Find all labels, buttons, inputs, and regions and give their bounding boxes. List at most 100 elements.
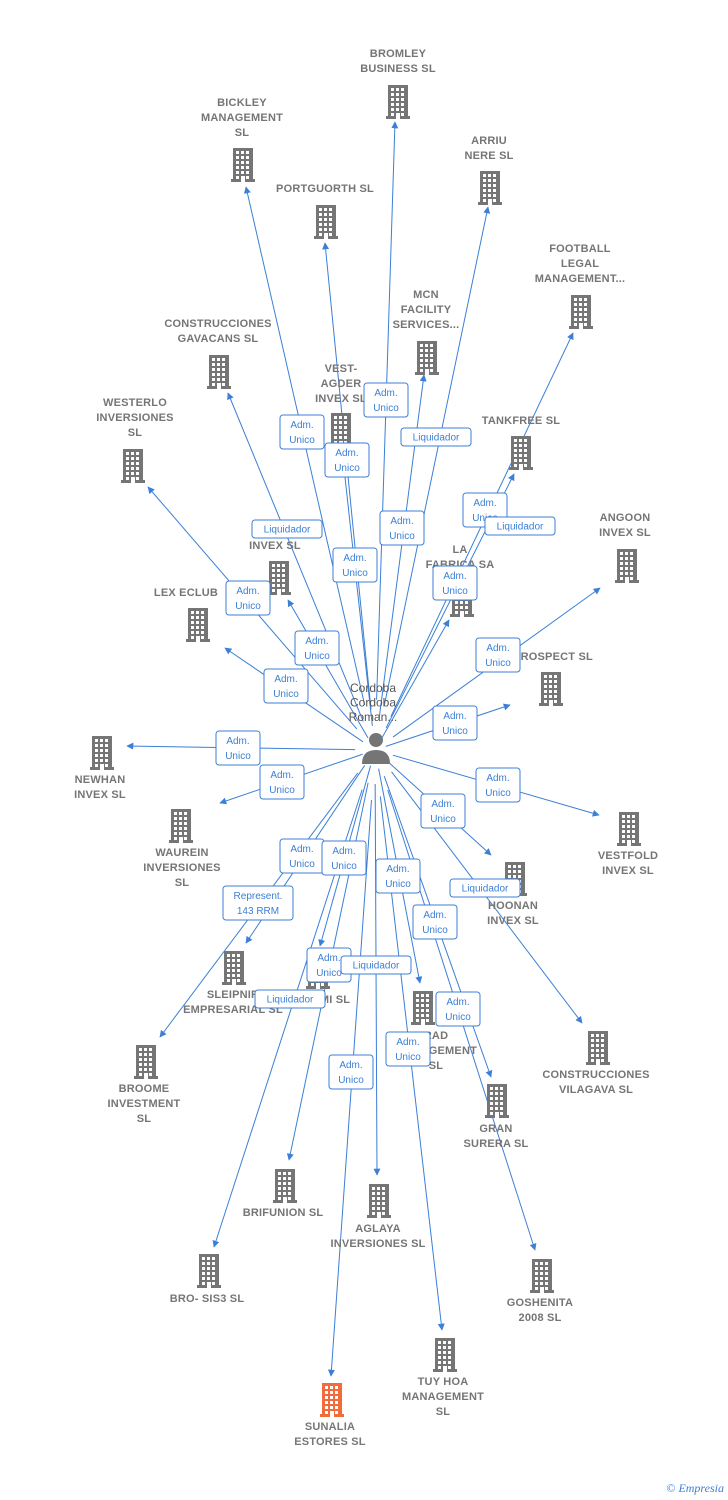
building-icon-westerlo[interactable]: [121, 449, 145, 483]
relation-hoonan[interactable]: Adm.Unico: [420, 793, 466, 829]
relation-goshenita[interactable]: Adm.Unico: [435, 991, 481, 1027]
relation-angoon[interactable]: Adm.Unico: [475, 637, 521, 673]
relation-lafabrica[interactable]: Adm.Unico: [432, 565, 478, 601]
relation-bromley[interactable]: Adm.Unico: [363, 382, 409, 418]
building-icon-bromley[interactable]: [386, 85, 410, 119]
building-icon-brifunion[interactable]: [273, 1169, 297, 1203]
building-icon-broome[interactable]: [134, 1045, 158, 1079]
building-icon-vestfold[interactable]: [617, 812, 641, 846]
building-icon-angoon[interactable]: [615, 549, 639, 583]
relation-mi[interactable]: Adm.Unico: [321, 840, 367, 876]
relation-newhan[interactable]: Adm.Unico: [215, 730, 261, 766]
relation-broome[interactable]: Represent.143 RRM: [222, 885, 294, 921]
node-label-line: INVEX SL: [602, 865, 654, 877]
building-icon-vilagava[interactable]: [586, 1031, 610, 1065]
building-icon-arriu[interactable]: [478, 171, 502, 205]
node-label-mi[interactable]: MI SL: [320, 994, 350, 1006]
node-label-brifunion[interactable]: BRIFUNION SL: [243, 1207, 324, 1219]
node-label-bro[interactable]: BRO- SIS3 SL: [170, 1293, 245, 1305]
relation-tuyhoa[interactable]: Adm.Unico: [385, 1031, 431, 1067]
node-label-portguorth[interactable]: PORTGUORTH SL: [276, 183, 374, 195]
relation-label: Adm.: [290, 420, 313, 431]
node-label-line: INVERSIONES: [96, 412, 173, 424]
relation-sunalia[interactable]: Adm.Unico: [328, 1054, 374, 1090]
building-icon-newhan[interactable]: [90, 736, 114, 770]
relation-bro[interactable]: Liquidador: [254, 989, 326, 1009]
relation-box: [332, 547, 378, 583]
building-icon-tankfree[interactable]: [509, 436, 533, 470]
relation-mcn[interactable]: Adm.Unico: [379, 510, 425, 546]
building-icon-rad[interactable]: [411, 991, 435, 1025]
node-label-line: SL: [436, 1406, 451, 1418]
relation-gavacans[interactable]: Liquidador: [251, 519, 323, 539]
building-icon-lexeclub[interactable]: [186, 608, 210, 642]
relation-sleipnir[interactable]: Adm.Unico: [279, 838, 325, 874]
relation-rad[interactable]: Adm.Unico: [375, 858, 421, 894]
building-icon-sunalia[interactable]: [320, 1383, 344, 1417]
node-label-prospect[interactable]: PROSPECT SL: [513, 651, 593, 663]
building-icon-sinvex[interactable]: [267, 561, 291, 595]
person-icon[interactable]: [362, 733, 390, 764]
relation-bickley[interactable]: Adm.Unico: [279, 414, 325, 450]
relation-gransurera[interactable]: Adm.Unico: [412, 904, 458, 940]
building-icon-football[interactable]: [569, 295, 593, 329]
building-icon-bickley[interactable]: [231, 148, 255, 182]
building-icon-prospect[interactable]: [539, 672, 563, 706]
relation-tankfree[interactable]: Liquidador: [484, 516, 556, 536]
building-icon-gransurera[interactable]: [485, 1084, 509, 1118]
relation-vilagava[interactable]: Liquidador: [449, 878, 521, 898]
relation-vestagder[interactable]: Adm.Unico: [332, 547, 378, 583]
relation-aglaya[interactable]: Liquidador: [340, 955, 412, 975]
relation-prospect[interactable]: Adm.Unico: [432, 705, 478, 741]
relation-westerlo[interactable]: Adm.Unico: [225, 580, 271, 616]
building-icon-vestagder[interactable]: [329, 413, 353, 447]
building-icon-portguorth[interactable]: [314, 205, 338, 239]
node-label-tankfree[interactable]: TANKFREE SL: [482, 415, 560, 427]
relation-box: [475, 767, 521, 803]
node-label-lexeclub[interactable]: LEX ECLUB: [154, 587, 218, 599]
relation-vestfold[interactable]: Adm.Unico: [475, 767, 521, 803]
node-label-line: PROSPECT SL: [513, 651, 593, 663]
footer-brand[interactable]: ©Empresia: [666, 1481, 724, 1496]
building-icon-bro[interactable]: [197, 1254, 221, 1288]
relation-arriu[interactable]: Liquidador: [400, 427, 472, 447]
node-label-line: MANAGEMENT: [201, 112, 283, 124]
building-icon-gavacans[interactable]: [207, 355, 231, 389]
relation-sinvex[interactable]: Adm.Unico: [294, 630, 340, 666]
building-icon-goshenita[interactable]: [530, 1259, 554, 1293]
building-icon-aglaya[interactable]: [367, 1184, 391, 1218]
relation-portguorth[interactable]: Adm.Unico: [324, 442, 370, 478]
relation-label: Liquidador: [267, 995, 314, 1006]
relation-waurein[interactable]: Adm.Unico: [259, 764, 305, 800]
building-icon-mcn[interactable]: [415, 341, 439, 375]
building-icon-tuyhoa[interactable]: [433, 1338, 457, 1372]
building-icon-waurein[interactable]: [169, 809, 193, 843]
building-icon-sleipnir[interactable]: [222, 951, 246, 985]
relation-lexeclub[interactable]: Adm.Unico: [263, 668, 309, 704]
relation-label: Unico: [442, 726, 468, 737]
node-label-line: PORTGUORTH SL: [276, 183, 374, 195]
